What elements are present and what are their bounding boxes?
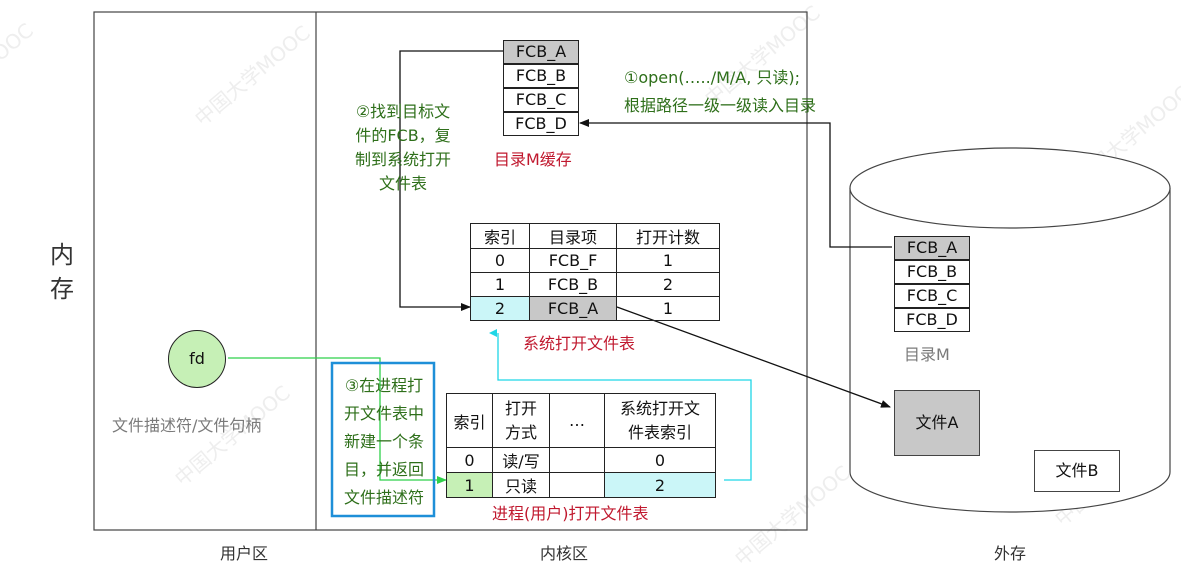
- process-open-file-table: 索引 打开 方式 … 系统打开文 件表索引 0 读/写 0 1 只读 2: [446, 393, 716, 498]
- table-cell: 2: [616, 272, 720, 297]
- table-cell: 1: [616, 248, 720, 273]
- dir-cache-label: 目录M缓存: [494, 150, 572, 169]
- step2-line: 文件表: [378, 174, 427, 193]
- memory-frame: [93, 11, 808, 531]
- file-a: 文件A: [894, 390, 980, 456]
- disk-top: [849, 147, 1171, 229]
- table-cell: FCB_B: [529, 272, 617, 297]
- process-table-label: 进程(用户)打开文件表: [492, 504, 649, 523]
- zone-user-label: 用户区: [220, 544, 269, 563]
- step1-text: ①open(…../M/A, 只读); 根据路径一级一级读入目录: [624, 64, 816, 120]
- memory-label-char: 内: [50, 241, 74, 269]
- memory-label-char: 存: [50, 275, 74, 303]
- table-cell: 2: [604, 472, 716, 498]
- disk-fcb: FCB_C: [894, 284, 970, 308]
- step3-line: 开文件表中: [343, 404, 424, 423]
- arrow-proc-to-sys: [498, 333, 752, 481]
- table-cell: 1: [446, 472, 493, 498]
- zone-external-label: 外存: [994, 544, 1027, 563]
- system-open-file-table: 索引 目录项 打开计数 0 FCB_F 1 1 FCB_B 2 2 FCB_A …: [470, 223, 720, 321]
- disk-fcb: FCB_A: [894, 236, 970, 260]
- table-header-row: 索引 打开 方式 … 系统打开文 件表索引: [446, 393, 716, 448]
- zone-kernel-label: 内核区: [540, 544, 589, 563]
- table-header: 目录项: [529, 223, 617, 249]
- disk-fcb: FCB_D: [894, 308, 970, 332]
- table-cell: 只读: [492, 472, 550, 498]
- file-b-label: 文件B: [1055, 461, 1099, 480]
- table-row: 0 读/写 0: [446, 447, 716, 473]
- memory-label: 内 存: [50, 238, 74, 306]
- file-a-label: 文件A: [915, 413, 959, 432]
- arrow-copy-fcb: [399, 50, 503, 311]
- table-row: 1 FCB_B 2: [470, 272, 720, 297]
- table-cell: 2: [470, 296, 530, 321]
- cache-fcb: FCB_A: [503, 40, 579, 64]
- table-header: 系统打开文 件表索引: [604, 393, 716, 448]
- cache-fcb: FCB_D: [503, 112, 579, 136]
- table-cell: 0: [604, 447, 716, 473]
- arrow-load-dir: [579, 119, 892, 248]
- table-header: 打开计数: [616, 223, 720, 249]
- table-row: 0 FCB_F 1: [470, 248, 720, 273]
- step3-box: [330, 361, 436, 518]
- arrow-to-fileA: [616, 306, 891, 408]
- disk-fcb: FCB_B: [894, 260, 970, 284]
- table-cell: [549, 472, 605, 498]
- step2-line: ②找到目标文: [355, 102, 451, 121]
- step2-line: 件的FCB，复: [355, 126, 451, 145]
- step1-line: ①open(…../M/A, 只读);: [624, 68, 801, 87]
- step2-text: ②找到目标文 件的FCB，复 制到系统打开 文件表: [338, 100, 468, 196]
- arrow-fd: [228, 357, 447, 484]
- step3-line: 目，并返回: [343, 460, 424, 479]
- table-cell: 读/写: [492, 447, 550, 473]
- cache-fcb: FCB_B: [503, 64, 579, 88]
- table-header: 索引: [446, 393, 493, 448]
- step2-line: 制到系统打开: [354, 150, 451, 169]
- file-b: 文件B: [1034, 450, 1120, 492]
- table-cell: 0: [446, 447, 493, 473]
- table-cell: [549, 447, 605, 473]
- fd-node-label: fd: [189, 349, 205, 368]
- table-header-row: 索引 目录项 打开计数: [470, 223, 720, 249]
- table-header: …: [549, 393, 605, 448]
- table-cell: 1: [470, 272, 530, 297]
- table-cell: 1: [616, 296, 720, 321]
- fd-node: fd: [168, 330, 226, 388]
- step3-text: ③在进程打 开文件表中 新建一个条 目，并返回 文件描述符: [334, 372, 434, 512]
- fd-label: 文件描述符/文件句柄: [112, 416, 262, 435]
- table-cell: FCB_A: [529, 296, 617, 321]
- table-cell: FCB_F: [529, 248, 617, 273]
- step3-line: ③在进程打: [344, 376, 424, 395]
- step1-line: 根据路径一级一级读入目录: [624, 96, 817, 115]
- step3-line: 文件描述符: [343, 488, 424, 507]
- cache-fcb: FCB_C: [503, 88, 579, 112]
- step3-line: 新建一个条: [343, 432, 424, 451]
- table-header: 打开 方式: [492, 393, 550, 448]
- table-header: 索引: [470, 223, 530, 249]
- table-row: 1 只读 2: [446, 472, 716, 498]
- table-row: 2 FCB_A 1: [470, 296, 720, 321]
- table-cell: 0: [470, 248, 530, 273]
- disk-dir-label: 目录M: [904, 345, 950, 364]
- system-table-label: 系统打开文件表: [523, 334, 636, 353]
